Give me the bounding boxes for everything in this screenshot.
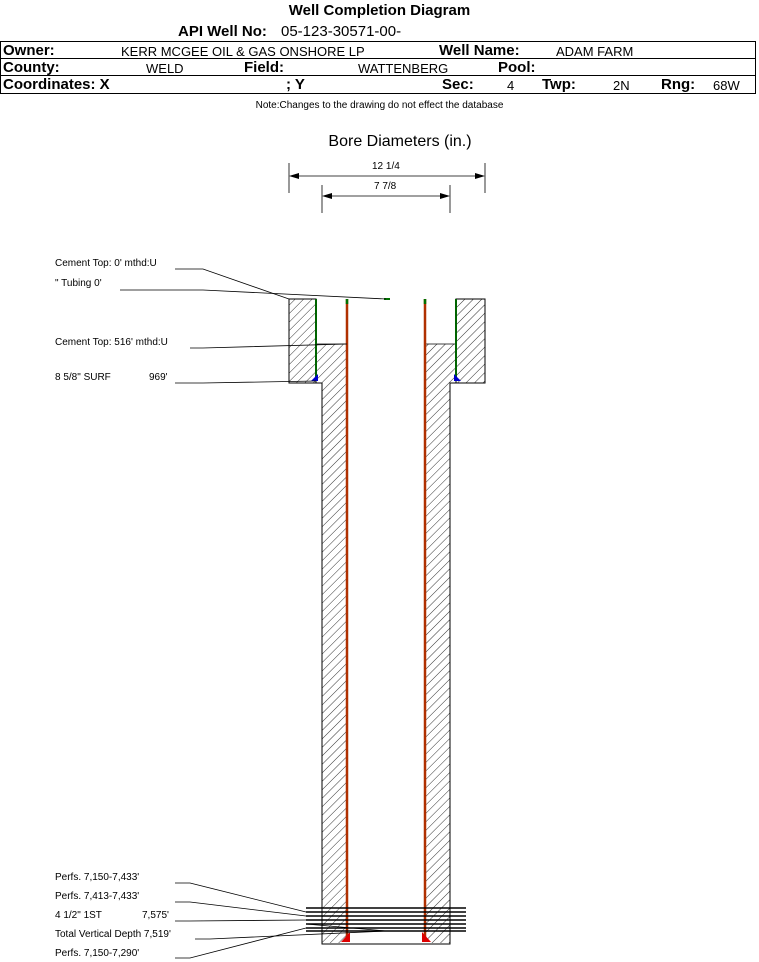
field-label: Field: [244, 59, 284, 76]
pool-label: Pool: [498, 59, 536, 76]
surface-casing [311, 299, 461, 381]
bore-diameters-title: Bore Diameters (in.) [328, 133, 472, 150]
coordinates-x-label: Coordinates: X [3, 76, 110, 93]
perforations [306, 907, 466, 932]
coordinates-y-label: ; Y [286, 76, 305, 93]
total-vertical-depth-label: Total Vertical Depth 7,519' [55, 929, 171, 940]
production-casing-label: 4 1/2" 1ST [55, 910, 102, 921]
production-cement [322, 383, 450, 943]
county-label: County: [3, 59, 60, 76]
perfs-label-3: Perfs. 7,150-7,290' [55, 948, 140, 959]
surface-casing-depth: 969' [149, 372, 168, 383]
surface-casing-label: 8 5/8" SURF [55, 372, 111, 383]
well-name-label: Well Name: [439, 42, 520, 59]
tubing-label: " Tubing 0' [55, 278, 102, 289]
leader-lines [120, 268, 387, 959]
twp-label: Twp: [542, 76, 576, 93]
diagram-title: Well Completion Diagram [288, 2, 471, 19]
perfs-label-2: Perfs. 7,413-7,433' [55, 891, 140, 902]
owner-value: KERR MCGEE OIL & GAS ONSHORE LP [121, 44, 365, 59]
production-casing [341, 299, 431, 942]
twp-value: 2N [613, 78, 630, 93]
owner-row: Owner: KERR MCGEE OIL & GAS ONSHORE LP W… [0, 41, 756, 59]
sec-value: 4 [507, 78, 515, 93]
database-note: Note:Changes to the drawing do not effec… [255, 100, 504, 111]
rng-label: Rng: [661, 76, 696, 93]
coordinates-row: Coordinates: X ; Y Sec: 4 Twp: 2N Rng: 6… [0, 75, 756, 94]
cement-top-surface-label: Cement Top: 0' mthd:U [55, 258, 157, 269]
surface-cement [288, 298, 486, 384]
sec-label: Sec: [442, 76, 474, 93]
inner-bore-diameter: 7 7/8 [374, 181, 397, 192]
well-name-value: ADAM FARM [556, 44, 634, 59]
outer-bore-diameter: 12 1/4 [372, 161, 400, 172]
cement-top-production-label: Cement Top: 516' mthd:U [55, 337, 168, 348]
field-value: WATTENBERG [358, 61, 449, 76]
outer-bore-dimension [288, 163, 486, 193]
inner-bore-dimension [321, 185, 451, 213]
perfs-label-1: Perfs. 7,150-7,433' [55, 872, 140, 883]
rng-value: 68W [713, 78, 740, 93]
api-well-label: API Well No: [178, 23, 267, 40]
owner-label: Owner: [3, 42, 55, 59]
bore-outline [288, 298, 486, 945]
production-casing-depth: 7,575' [142, 910, 169, 921]
county-value: WELD [146, 61, 184, 76]
api-well-value: 05-123-30571-00- [281, 23, 402, 40]
